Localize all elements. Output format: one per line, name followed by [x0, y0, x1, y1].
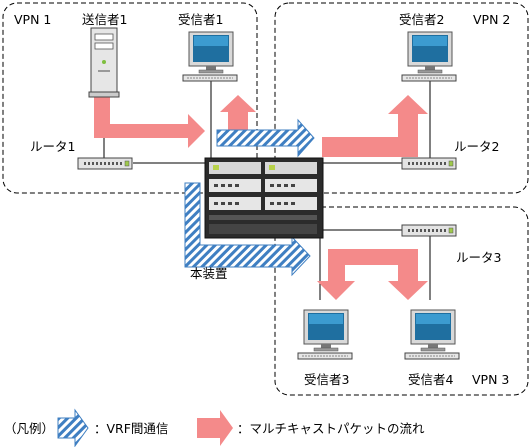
- vrf-flow: [57, 118, 315, 447]
- sender1-pc-icon: [88, 27, 120, 98]
- sender1-label: 送信者1: [82, 12, 127, 27]
- vpn1-label: VPN 1: [14, 12, 51, 27]
- receiver3-label: 受信者3: [304, 372, 349, 387]
- receiver1-label: 受信者1: [178, 12, 223, 27]
- network-links: [103, 80, 431, 300]
- receiver4-monitor-icon: [404, 309, 460, 360]
- router3-icon: [401, 224, 457, 237]
- router1-label: ルータ1: [30, 139, 75, 154]
- vpn2-label: VPN 2: [473, 12, 510, 27]
- vrf-arrow-top: [216, 118, 315, 158]
- vpn2-boundary: [274, 2, 529, 194]
- legend-vrf-label: ：VRF間通信: [94, 421, 168, 436]
- router2-icon: [401, 157, 457, 170]
- vpn3-boundary: [274, 206, 529, 396]
- multicast-arrow-to-receivers34: [317, 249, 428, 300]
- device-chassis-icon: [204, 157, 324, 239]
- router1-icon: [77, 157, 133, 170]
- multicast-arrow-to-receiver1: [220, 95, 256, 130]
- router3-label: ルータ3: [456, 250, 501, 265]
- receiver4-label: 受信者4: [408, 372, 454, 387]
- multicast-arrow-to-receiver2: [322, 95, 428, 157]
- vpn3-label: VPN 3: [472, 372, 509, 387]
- receiver1-monitor-icon: [182, 31, 238, 82]
- legend-multicast-label: ：マルチキャストパケットの流れ: [237, 421, 425, 436]
- multicast-arrow-sender-to-device: [94, 94, 205, 148]
- legend-multicast-arrow: [197, 410, 233, 446]
- vrf-arrow-bottom: [184, 182, 311, 277]
- vpn1-boundary: [2, 2, 258, 194]
- router2-label: ルータ2: [454, 139, 499, 154]
- receiver2-label: 受信者2: [399, 12, 444, 27]
- legend-vrf-arrow: [57, 408, 89, 447]
- device-label: 本装置: [190, 266, 228, 281]
- legend-title: （凡例）: [4, 421, 54, 436]
- receiver2-monitor-icon: [401, 31, 457, 82]
- receiver3-monitor-icon: [297, 309, 353, 360]
- multicast-flow: [94, 94, 428, 446]
